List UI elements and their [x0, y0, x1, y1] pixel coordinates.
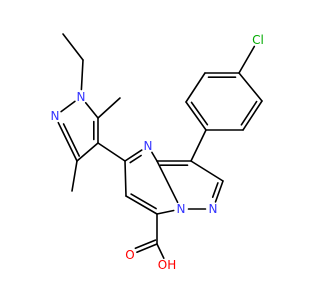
- atom-label-o-hydroxyl: OH: [158, 258, 176, 272]
- bond-cooh-o_hydroxyl: [156, 243, 165, 260]
- atom-label-n-core-5: N: [77, 90, 86, 104]
- bond-cp5-me5: [97, 97, 121, 119]
- bond-n_core_top-c5: [124, 149, 143, 162]
- atom-label-n-core-top: N: [144, 139, 153, 153]
- structure-diagram: ClN N N N N O OH: [51, 33, 264, 272]
- bond-ph2-ph3: [242, 100, 263, 131]
- bond-c6-c7-inner: [130, 193, 157, 210]
- atom-label-n-pz1: N: [209, 202, 218, 216]
- bond-c2-n_pz1: [214, 180, 224, 203]
- bond-cp4-cp3: [76, 142, 99, 162]
- bond-n_pz2-c3a: [156, 160, 179, 204]
- bond-ph5-ph6: [185, 72, 206, 103]
- atom-label-o-carbonyl: O: [125, 248, 134, 262]
- bond-layer: [57, 33, 263, 260]
- bond-ph1-ph2: [238, 72, 263, 102]
- bond-ph4-ph5: [185, 101, 207, 131]
- bond-c2-n_pz1-inner: [211, 182, 219, 198]
- bond-cp5-n_core_5: [84, 102, 99, 119]
- bond-c5-cp4: [97, 142, 126, 162]
- bond-n_core_5-n_bridge: [60, 100, 76, 113]
- atom-label-layer: ClN N N N N O OH: [51, 33, 264, 272]
- atom-label-cl: Cl: [252, 33, 264, 47]
- bond-n_core_top-c5-inner: [129, 154, 142, 164]
- bond-ph2-ph3-inner: [240, 100, 258, 126]
- bond-cl-ph1: [238, 45, 256, 74]
- bond-ph4-c3: [190, 129, 207, 162]
- bond-cooh-o_carbonyl: [136, 243, 158, 253]
- bond-n_core_5-ch2: [80, 59, 84, 91]
- bond-c3a-n_core_top: [151, 151, 158, 162]
- bond-n_bridge-cp3: [57, 121, 78, 162]
- bond-n_bridge-cp3-inner: [62, 123, 80, 157]
- atom-label-n-pz2: N: [177, 202, 186, 216]
- bond-c5-c6: [124, 160, 127, 197]
- atom-label-n-bridge: N: [51, 109, 60, 123]
- bond-ph4-ph5-inner: [190, 101, 209, 126]
- bond-c6-c7: [125, 195, 158, 215]
- bond-cooh-o_carbonyl-second: [134, 239, 157, 250]
- bond-cp3-me3: [71, 160, 78, 192]
- bond-c7-n_pz2: [156, 209, 175, 215]
- bond-ch2-ch3: [62, 33, 84, 61]
- bond-c3-c2: [190, 160, 224, 182]
